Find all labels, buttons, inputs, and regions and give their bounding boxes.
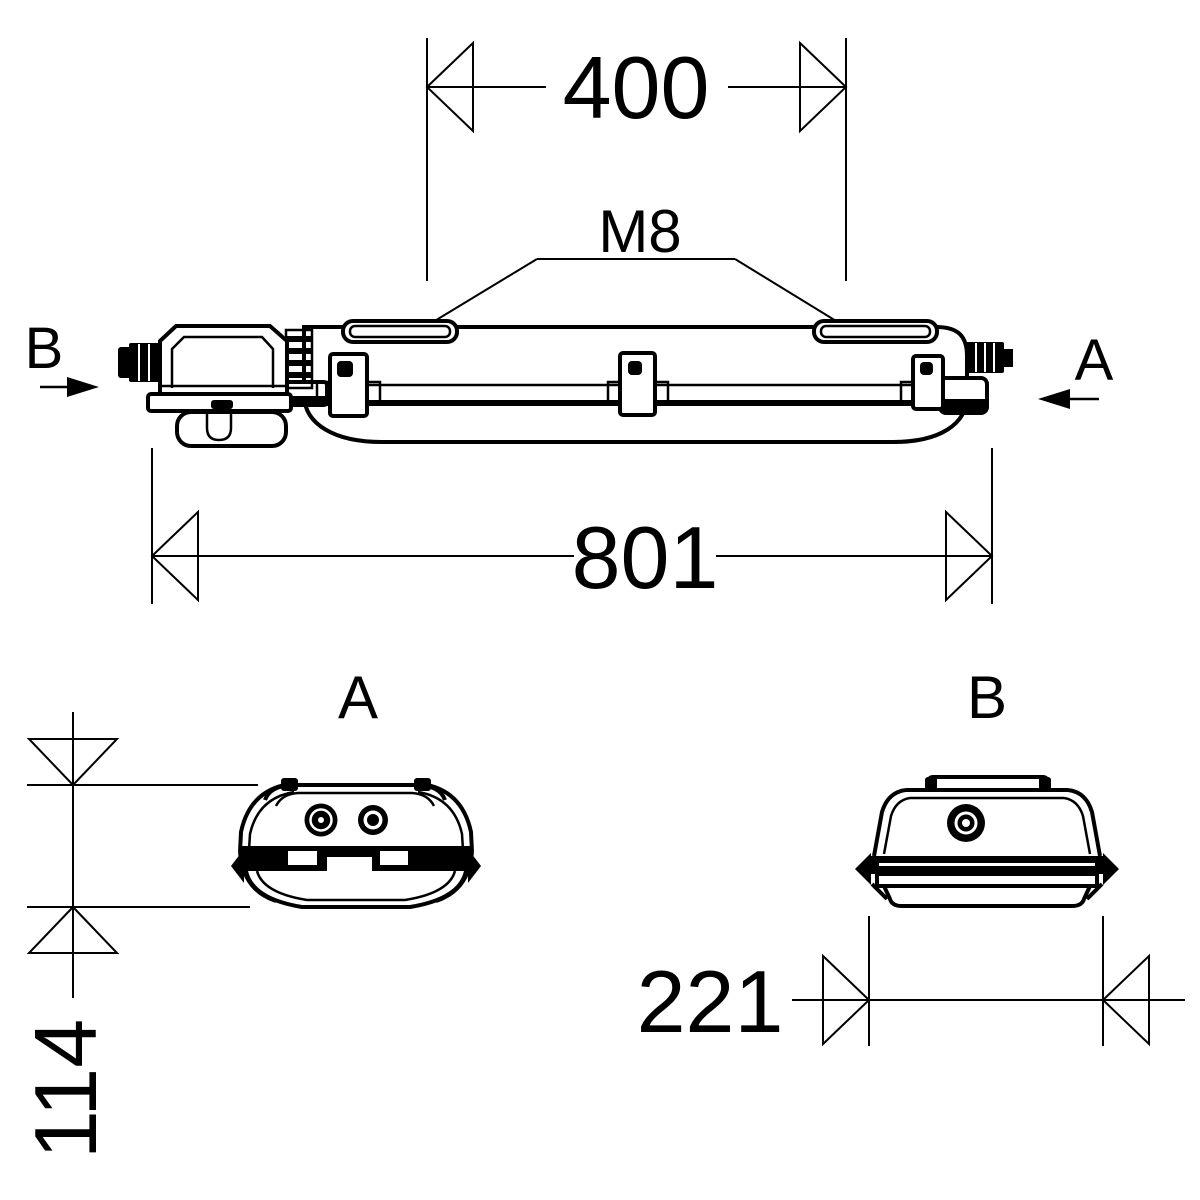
dimension-801-value: 801	[572, 508, 719, 607]
flange-tab	[211, 400, 233, 409]
housing-side-right	[1067, 788, 1102, 857]
flange-slot	[327, 857, 372, 871]
section-cut-label-a: A	[1075, 328, 1114, 393]
dimension-arrow-icon	[425, 40, 474, 134]
dimension-400: 400	[425, 38, 848, 281]
dimension-114-value: 114	[16, 1019, 115, 1159]
gland-center	[367, 814, 379, 826]
corner-foot	[870, 882, 889, 901]
section-cut-label-b: B	[25, 316, 64, 381]
gland-cap	[1004, 349, 1013, 367]
top-boss-tab	[1039, 777, 1051, 790]
gland-center	[318, 817, 324, 823]
dimension-400-value: 400	[563, 38, 710, 137]
shoulder-left-inner	[247, 790, 295, 851]
shoulder-right	[421, 782, 474, 853]
dimension-arrow-icon	[150, 509, 199, 603]
housing-side-right-inner	[1063, 796, 1092, 855]
section-arrow-icon	[1038, 389, 1070, 409]
clip-hole	[920, 362, 933, 375]
mounting-clip	[899, 354, 945, 411]
dimension-114: 114	[16, 712, 258, 1159]
slot-inner	[348, 324, 452, 339]
shoulder-left	[238, 782, 291, 853]
corner-foot	[1085, 882, 1104, 901]
cage-corner	[435, 851, 474, 903]
slot-outer	[812, 319, 939, 344]
dimension-arrow-icon	[822, 953, 871, 1047]
bellows-rib	[287, 348, 311, 354]
dimension-arrow-icon	[26, 905, 120, 954]
rail-bracket	[277, 396, 327, 405]
gland-center	[962, 819, 970, 827]
dimension-arrow-icon	[945, 509, 994, 603]
flange-slot	[380, 851, 408, 865]
bellows-rib	[287, 336, 311, 342]
leader-line	[734, 258, 842, 325]
side-clip-tip	[1103, 853, 1119, 885]
cable-gland-right	[966, 342, 1013, 373]
top-boss-tab	[925, 777, 937, 790]
dimension-221-value: 221	[637, 952, 784, 1051]
shoulder-right-inner	[417, 790, 465, 851]
mounting-clip	[606, 351, 670, 417]
section-cut-a: A	[1038, 328, 1114, 409]
fixing-slot-right	[812, 319, 939, 344]
gland-body	[129, 343, 160, 382]
section-arrow-icon	[67, 377, 99, 397]
fixing-slot-left	[341, 319, 459, 344]
bowl-notch	[205, 413, 233, 442]
cage-corner	[238, 851, 277, 903]
flange-gap	[879, 863, 1095, 866]
diffuser-bowl	[244, 870, 468, 909]
dimension-801: 801	[150, 448, 994, 607]
mounting-clip	[315, 352, 382, 418]
bellows-rib	[287, 360, 311, 366]
dimension-221: 221	[637, 916, 1185, 1051]
gland-circle	[947, 804, 985, 842]
clip-hole	[628, 361, 642, 375]
section-view-a: A	[231, 664, 481, 909]
junction-box	[146, 324, 293, 448]
rail-bracket	[940, 399, 987, 412]
flange-slot	[288, 851, 317, 865]
gland-tip	[118, 347, 132, 378]
diffuser-bowl-inner	[255, 870, 457, 902]
slot-outer	[341, 319, 459, 344]
cable-gland-left	[118, 343, 160, 382]
housing-side-left-inner	[882, 796, 911, 855]
leader-line	[432, 258, 538, 323]
gland-ring	[954, 811, 978, 835]
section-b-title: B	[967, 664, 1007, 731]
housing-top	[263, 783, 447, 801]
side-clip-tip	[855, 853, 871, 885]
bottom-tray	[882, 885, 1092, 908]
clip-hole	[337, 361, 353, 377]
bellows-rib	[287, 372, 311, 378]
slot-inner	[819, 324, 932, 339]
dimension-arrow-icon	[799, 40, 848, 134]
gland-circle-left	[304, 803, 338, 837]
section-cut-b: B	[25, 316, 99, 397]
gland-circle-right	[358, 805, 388, 835]
section-a-title: A	[338, 664, 378, 731]
housing-top-inner	[274, 791, 436, 807]
housing-side-left	[872, 788, 907, 857]
dimension-arrow-icon	[26, 738, 120, 787]
dimension-arrow-icon	[1101, 953, 1150, 1047]
lower-band	[875, 872, 1099, 888]
junction-box-inner-panel	[170, 335, 275, 388]
section-view-b: B	[855, 664, 1119, 908]
gland-ring	[309, 808, 333, 832]
thread-callout-m8: M8	[432, 198, 842, 325]
thread-label: M8	[598, 198, 681, 265]
side-view	[118, 319, 1013, 448]
